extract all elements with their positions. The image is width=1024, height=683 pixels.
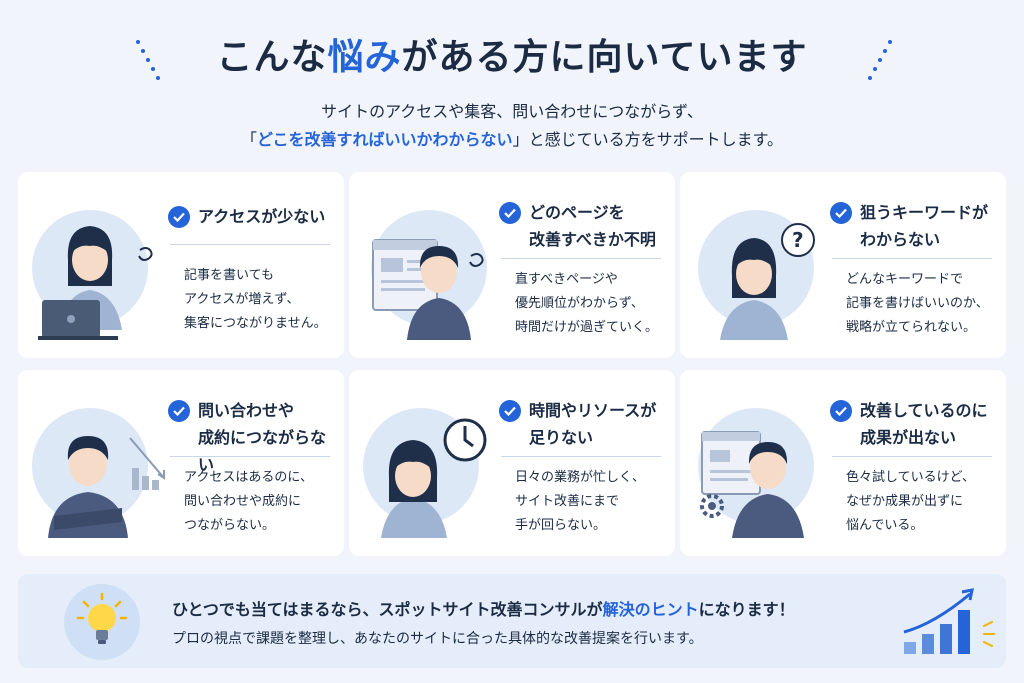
lead-line-2: 「どこを改善すればいいかわからない」と感じている方をサポートします。 — [241, 130, 783, 149]
title-highlight: 悩み — [327, 37, 402, 78]
decor-dots-right — [866, 38, 892, 84]
woman-question-icon: ? — [698, 210, 815, 340]
man-gear-webpage-icon — [698, 408, 814, 538]
card-heading: どのページを改善すべきか不明 — [529, 203, 656, 249]
growth-chart-icon — [903, 588, 995, 654]
lightbulb-icon — [64, 584, 140, 660]
check-icon — [830, 202, 852, 224]
card-heading: 問い合わせや成約につながらない — [198, 401, 327, 474]
divider — [170, 456, 330, 457]
man-arms-crossed-chart-icon — [32, 408, 165, 538]
problem-card-page: どのページを改善すべきか不明 直すべきページや優先順位がわからず、時間だけが過ぎ… — [349, 172, 675, 358]
solution-banner: ひとつでも当てはまるなら、スポットサイト改善コンサルが解決のヒントになります！ … — [18, 574, 1006, 668]
card-description: 記事を書いてもアクセスが増えず、集客につながりません。 — [184, 268, 327, 331]
card-description: どんなキーワードで記事を書けばいいのか、戦略が立てられない。 — [846, 272, 989, 335]
problem-card-access: アクセスが少ない 記事を書いてもアクセスが増えず、集客につながりません。 — [18, 172, 344, 358]
divider — [501, 258, 661, 259]
title-text: こんな — [216, 37, 328, 78]
decor-dots-left — [134, 38, 160, 84]
card-description: 色々試しているけど、なぜか成果が出ずに悩んでいる。 — [846, 470, 975, 533]
man-webpage-confused-icon — [371, 210, 487, 340]
banner-highlight: 解決のヒント — [602, 600, 699, 619]
divider — [832, 258, 992, 259]
page-title: こんな悩みがある方に向いています — [0, 28, 1024, 80]
woman-clock-icon — [363, 408, 487, 538]
card-heading: 時間やリソースが足りない — [529, 401, 657, 447]
problem-card-resource: 時間やリソースが足りない 日々の業務が忙しく、サイト改善にまで手が回らない。 — [349, 370, 675, 556]
check-icon — [168, 400, 190, 422]
problem-card-keyword: ? 狙うキーワードがわからない どんなキーワードで記事を書けばいいのか、戦略が立… — [680, 172, 1006, 358]
check-icon — [499, 202, 521, 224]
check-icon — [830, 400, 852, 422]
card-description: 日々の業務が忙しく、サイト改善にまで手が回らない。 — [515, 470, 646, 533]
divider — [501, 456, 661, 457]
check-icon — [168, 206, 190, 228]
problem-card-inquiry: 問い合わせや成約につながらない アクセスはあるのに、問い合わせや成約につながらな… — [18, 370, 344, 556]
lead-line-1: サイトのアクセスや集客、問い合わせにつながらず、 — [321, 102, 703, 121]
card-heading: アクセスが少ない — [198, 207, 326, 226]
title-text-rest: がある方に向いています — [401, 37, 808, 78]
check-icon — [499, 400, 521, 422]
card-description: アクセスはあるのに、問い合わせや成約につながらない。 — [184, 470, 313, 533]
divider — [832, 456, 992, 457]
lead-highlight: どこを改善すればいいかわからない — [257, 130, 513, 149]
card-description: 直すべきページや優先順位がわからず、時間だけが過ぎていく。 — [515, 272, 659, 335]
card-heading: 狙うキーワードがわからない — [860, 203, 989, 249]
banner-headline: ひとつでも当てはまるなら、スポットサイト改善コンサルが解決のヒントになります！ — [172, 600, 795, 619]
banner-subtext: プロの視点で課題を整理し、あなたのサイトに合った具体的な改善提案を行います。 — [172, 631, 703, 647]
svg-text:?: ? — [792, 228, 804, 252]
divider — [170, 244, 330, 245]
problem-card-results: 改善しているのに成果が出ない 色々試しているけど、なぜか成果が出ずに悩んでいる。 — [680, 370, 1006, 556]
woman-laptop-worried-icon — [32, 210, 153, 340]
card-heading: 改善しているのに成果が出ない — [860, 401, 988, 447]
